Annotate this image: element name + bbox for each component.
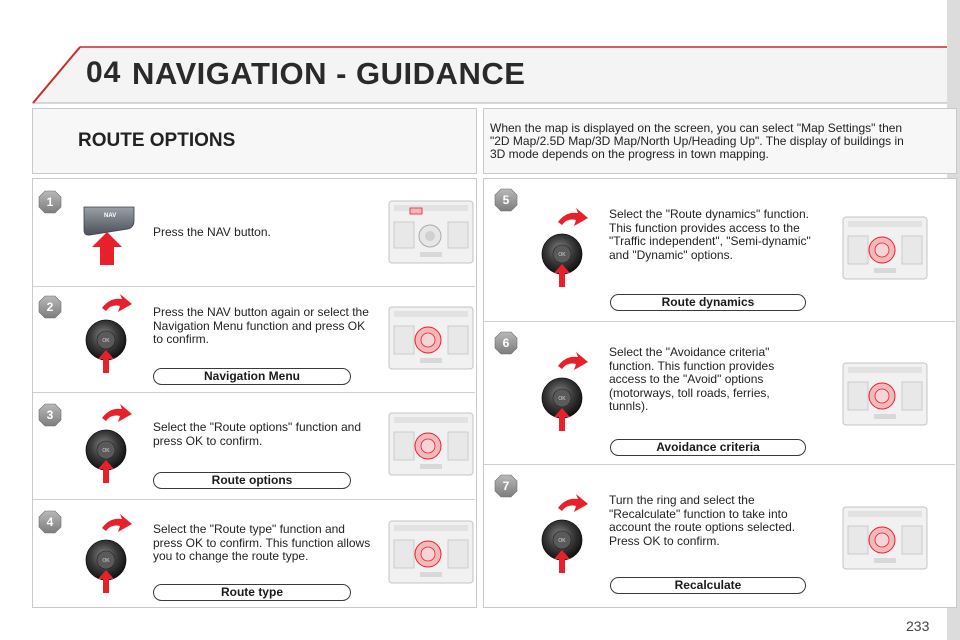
- svg-text:OK: OK: [102, 558, 110, 564]
- step-number-badge-icon: [38, 403, 62, 427]
- step-number-badge-icon: [494, 331, 518, 355]
- step-number: 2: [46, 300, 54, 314]
- rotary-knob-icon[interactable]: OK: [80, 294, 132, 374]
- section-title-panel: [32, 108, 477, 174]
- step-number-badge-icon: [38, 510, 62, 534]
- step-number: 7: [502, 479, 510, 493]
- radio-unit-icon: [388, 520, 474, 584]
- step-number: 4: [46, 515, 54, 529]
- step-instruction: Select the "Avoidance criteria" function…: [609, 345, 775, 413]
- radio-unit-icon: [842, 506, 928, 570]
- radio-unit-icon: [388, 412, 474, 476]
- step-instruction: Select the "Route type" function and pre…: [153, 522, 371, 563]
- step-instruction: Press the NAV button.: [153, 225, 271, 239]
- radio-unit-icon: [388, 200, 474, 264]
- rotary-knob-icon[interactable]: OK: [80, 514, 132, 594]
- row-divider: [484, 464, 955, 465]
- row-divider: [33, 392, 475, 393]
- radio-unit-icon: [842, 362, 928, 426]
- intro-text: When the map is displayed on the screen,…: [490, 121, 904, 161]
- row-divider: [484, 321, 955, 322]
- svg-text:OK: OK: [558, 538, 566, 544]
- step-instruction: Select the "Route options" function and …: [153, 420, 361, 448]
- nav-button-label: NAV: [104, 213, 117, 219]
- section-title: ROUTE OPTIONS: [78, 130, 236, 151]
- row-divider: [33, 286, 475, 287]
- step-number-badge-icon: [494, 474, 518, 498]
- page-number: 233: [906, 618, 930, 634]
- row-divider: [33, 499, 475, 500]
- rotary-knob-icon[interactable]: OK: [80, 404, 132, 484]
- step-instruction: Turn the ring and select the "Recalculat…: [609, 493, 796, 548]
- svg-text:OK: OK: [558, 252, 566, 258]
- step-number: 5: [502, 193, 510, 207]
- menu-item-route-type[interactable]: Route type: [153, 584, 351, 601]
- chapter-number: 04: [86, 56, 122, 89]
- step-number-badge-icon: [38, 295, 62, 319]
- menu-item-navigation-menu[interactable]: Navigation Menu: [153, 368, 351, 385]
- svg-text:OK: OK: [102, 448, 110, 454]
- svg-text:OK: OK: [102, 338, 110, 344]
- menu-item-route-options[interactable]: Route options: [153, 472, 351, 489]
- radio-unit-icon: [388, 306, 474, 370]
- step-number: 6: [502, 336, 510, 350]
- chapter-title: NAVIGATION - GUIDANCE: [132, 56, 526, 91]
- step-number-badge-icon: [38, 190, 62, 214]
- step-instruction: Select the "Route dynamics" function. Th…: [609, 207, 811, 262]
- intro-panel: [483, 108, 957, 174]
- radio-unit-icon: [842, 216, 928, 280]
- svg-text:OK: OK: [558, 396, 566, 402]
- rotary-knob-icon[interactable]: OK: [536, 208, 588, 288]
- step-number-badge-icon: [494, 188, 518, 212]
- menu-item-route-dynamics[interactable]: Route dynamics: [610, 294, 806, 311]
- step-number: 1: [46, 195, 54, 209]
- rotary-knob-icon[interactable]: OK: [536, 494, 588, 574]
- menu-item-avoidance-criteria[interactable]: Avoidance criteria: [610, 439, 806, 456]
- step-instruction: Press the NAV button again or select the…: [153, 305, 369, 346]
- menu-item-recalculate[interactable]: Recalculate: [610, 577, 806, 594]
- rotary-knob-icon[interactable]: OK: [536, 352, 588, 432]
- step-number: 3: [46, 408, 54, 422]
- nav-button-icon[interactable]: [80, 205, 136, 267]
